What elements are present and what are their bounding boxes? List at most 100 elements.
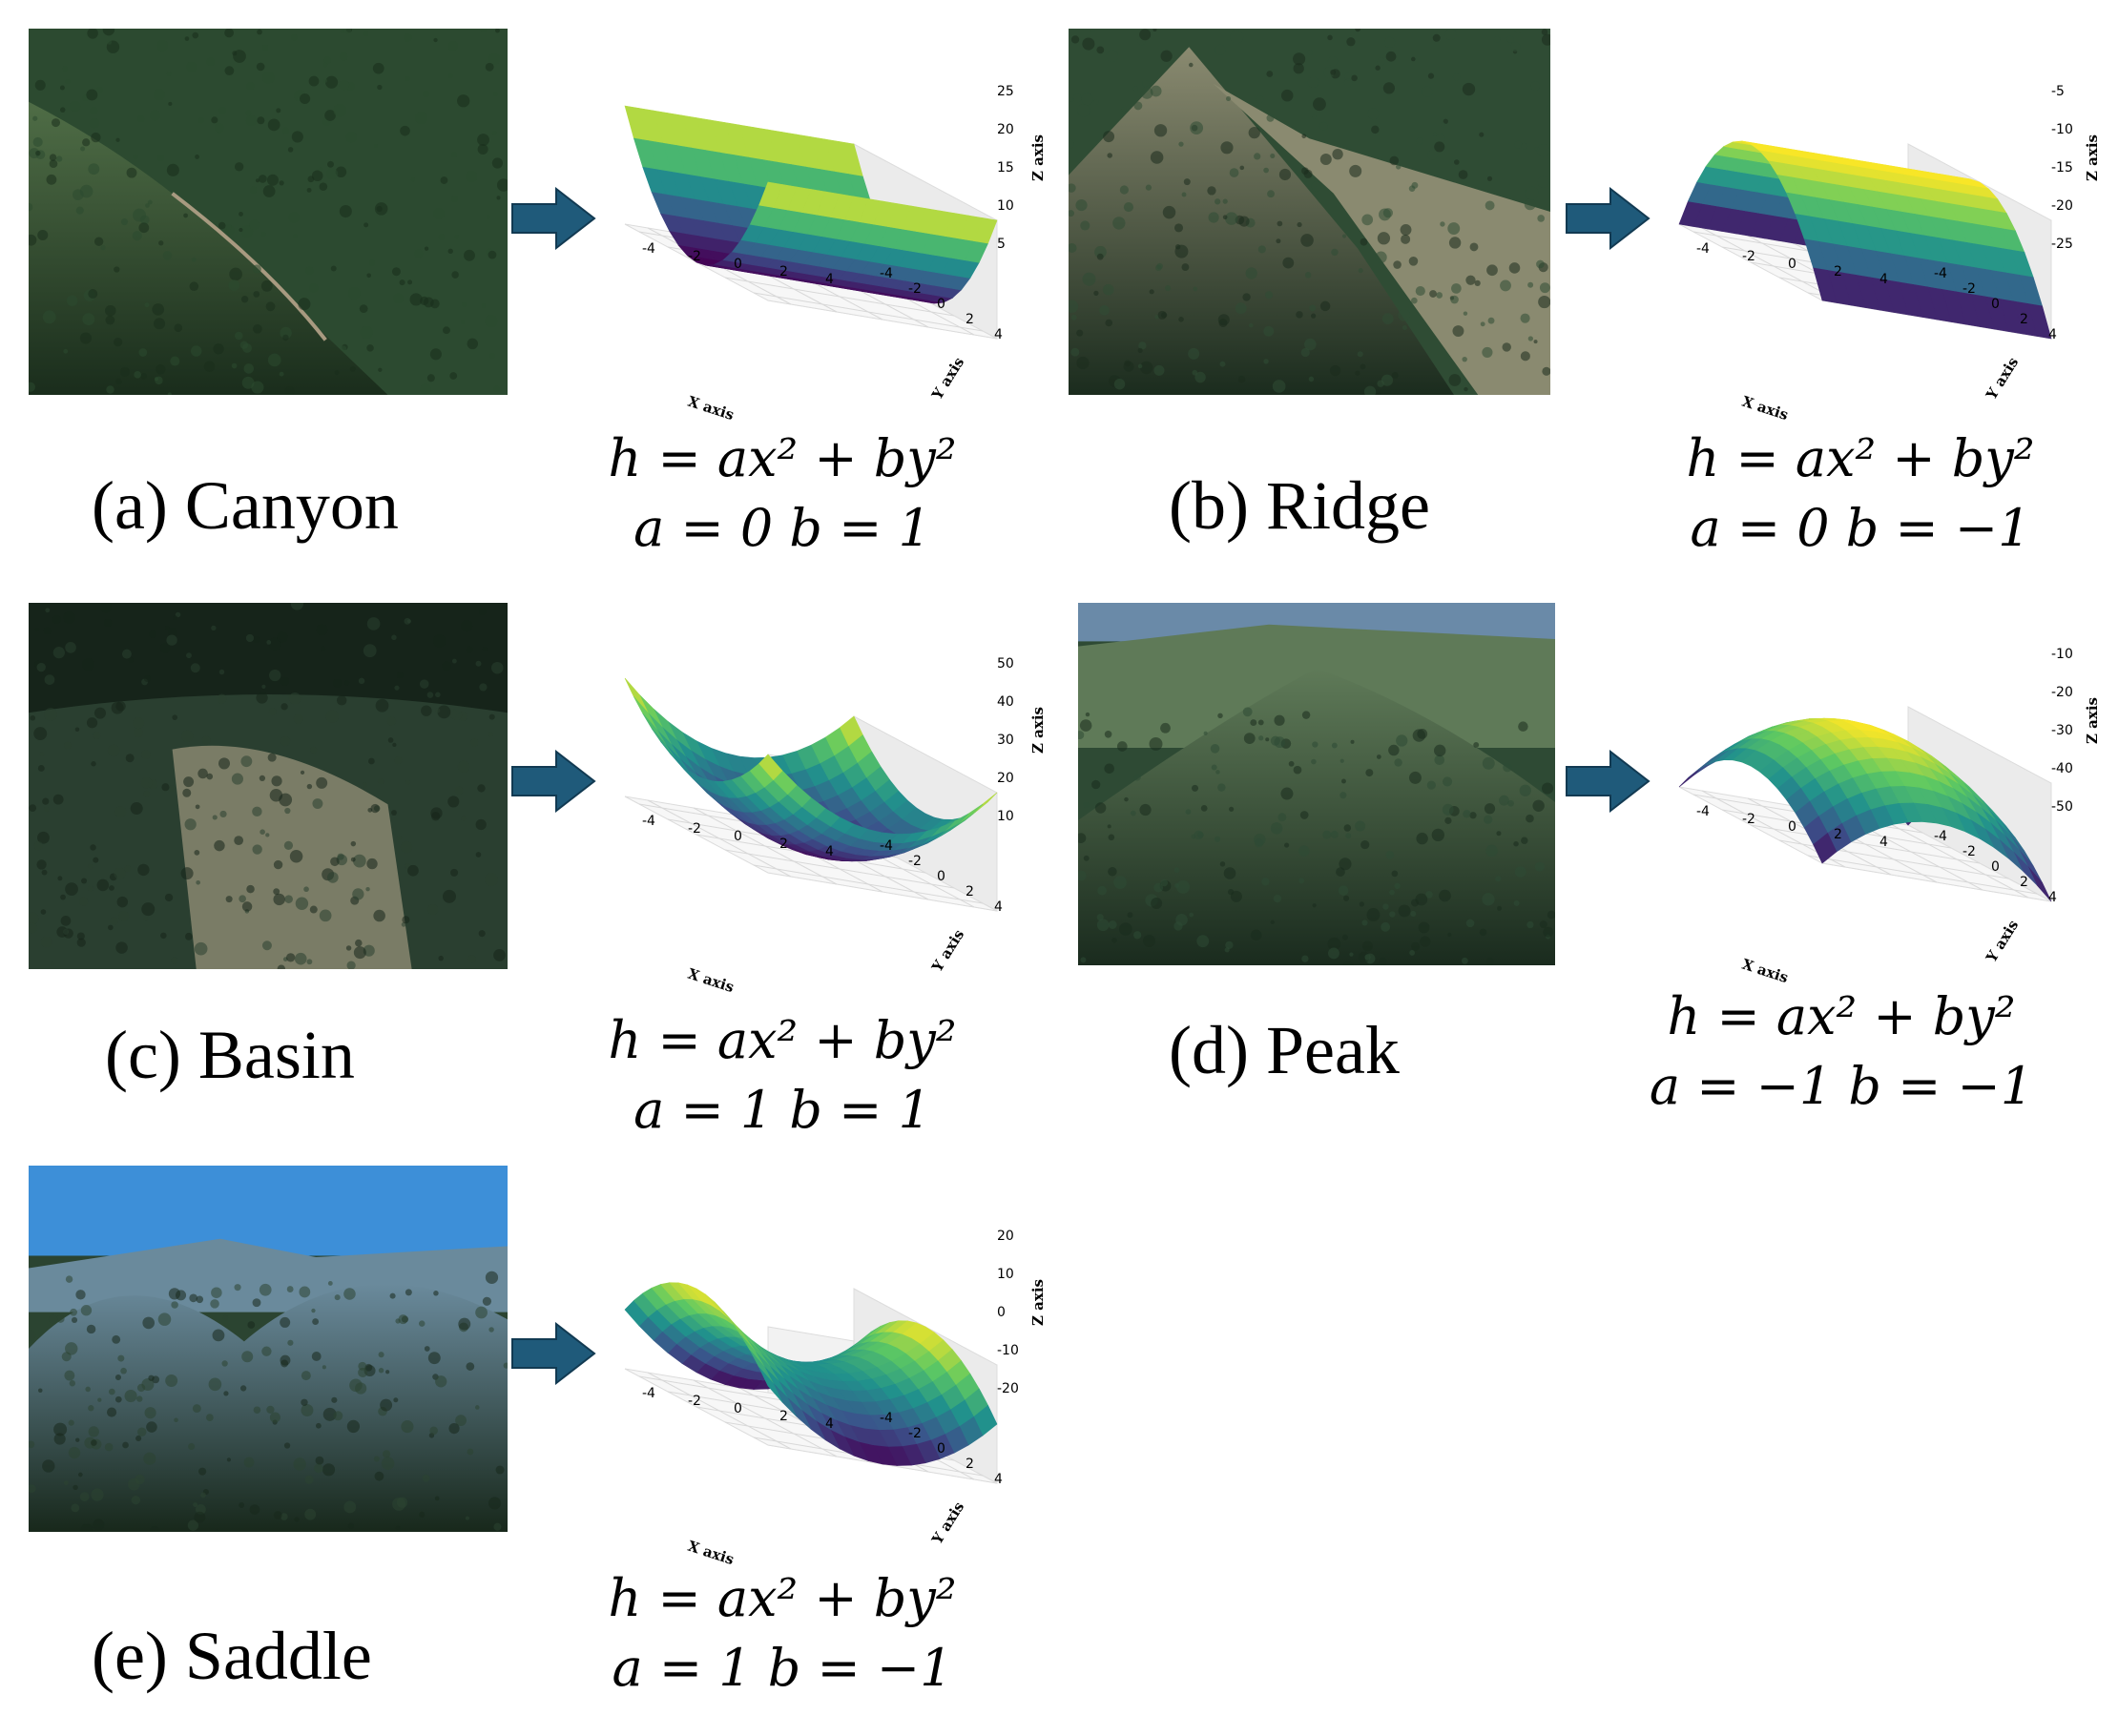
y-tick-label: 2 <box>2020 312 2028 327</box>
right-arrow-icon <box>510 749 596 814</box>
x-tick-label: 2 <box>779 837 788 852</box>
x-tick-label: 4 <box>825 272 834 287</box>
x-tick-label: 0 <box>734 829 742 844</box>
y-tick-label: 4 <box>994 899 1003 915</box>
x-tick-label: 4 <box>1879 272 1888 287</box>
y-tick-label: 2 <box>966 1457 974 1472</box>
x-axis-label: X axis <box>1740 956 1791 982</box>
ridge-photo <box>1069 29 1550 395</box>
y-tick-label: 0 <box>937 297 945 312</box>
peak-formula: h = ax² + by² a = −1 b = −1 <box>1593 982 2089 1122</box>
z-tick-label: 20 <box>997 1229 1014 1244</box>
z-tick-label: 20 <box>997 771 1014 786</box>
ridge-formula: h = ax² + by² a = 0 b = −1 <box>1612 424 2108 564</box>
y-axis-label: Y axis <box>1983 917 2023 966</box>
z-tick-label: -10 <box>2051 122 2073 137</box>
canyon-caption: (a) Canyon <box>92 467 399 544</box>
x-tick-label: 4 <box>1879 835 1888 850</box>
x-tick-label: 4 <box>825 844 834 859</box>
ridge-params: a = 0 b = −1 <box>1690 497 2031 558</box>
z-tick-label: 50 <box>997 656 1014 672</box>
x-tick-label: 2 <box>1834 264 1842 279</box>
z-tick-label: 10 <box>997 809 1014 824</box>
basin-equation: h = ax² + by² <box>608 1010 957 1070</box>
z-tick-label: -15 <box>2051 160 2073 176</box>
y-tick-label: -2 <box>1962 844 1976 859</box>
y-tick-label: 2 <box>966 884 974 899</box>
z-axis-label: Z axis <box>1029 134 1047 181</box>
z-tick-label: 25 <box>997 84 1014 99</box>
right-arrow-icon <box>510 1321 596 1386</box>
y-tick-label: -4 <box>880 1411 893 1426</box>
peak-params: a = −1 b = −1 <box>1649 1055 2034 1116</box>
x-axis-label: X axis <box>1740 393 1791 420</box>
canyon-photo <box>29 29 508 395</box>
z-tick-label: 40 <box>997 694 1014 710</box>
x-axis-label: X axis <box>686 1538 737 1564</box>
ridge-caption: (b) Ridge <box>1169 467 1430 544</box>
y-tick-label: -2 <box>1962 281 1976 297</box>
y-axis-label: Y axis <box>1983 354 2023 403</box>
x-tick-label: 2 <box>779 264 788 279</box>
saddle-equation: h = ax² + by² <box>608 1568 957 1628</box>
x-tick-label: 2 <box>1834 827 1842 842</box>
z-tick-label: -20 <box>2051 685 2073 700</box>
y-tick-label: -4 <box>1934 266 1947 281</box>
peak-equation: h = ax² + by² <box>1667 986 2016 1046</box>
z-tick-label: -20 <box>997 1381 1019 1396</box>
right-arrow-icon <box>1565 186 1651 251</box>
y-tick-label: 0 <box>1991 297 2000 312</box>
canyon-equation: h = ax² + by² <box>608 428 957 488</box>
z-tick-label: 10 <box>997 1267 1014 1282</box>
y-tick-label: 4 <box>994 327 1003 342</box>
x-tick-label: 0 <box>1788 819 1796 835</box>
y-tick-label: 4 <box>994 1472 1003 1487</box>
x-axis-label: X axis <box>686 393 737 420</box>
x-axis-label: X axis <box>686 965 737 992</box>
y-tick-label: -2 <box>908 281 922 297</box>
z-tick-label: 0 <box>997 1305 1006 1320</box>
z-tick-label: -10 <box>2051 647 2073 662</box>
z-axis-label: Z axis <box>1029 1279 1047 1326</box>
x-tick-label: -2 <box>1742 249 1755 264</box>
basin-caption: (c) Basin <box>105 1017 355 1093</box>
y-tick-label: -4 <box>880 838 893 854</box>
x-tick-label: -2 <box>688 1394 701 1409</box>
x-tick-label: 0 <box>734 257 742 272</box>
z-tick-label: -20 <box>2051 198 2073 214</box>
x-tick-label: 0 <box>734 1401 742 1416</box>
x-tick-label: 2 <box>779 1409 788 1424</box>
z-tick-label: -10 <box>997 1343 1019 1358</box>
z-tick-label: 20 <box>997 122 1014 137</box>
basin-photo <box>29 603 508 969</box>
z-tick-label: -40 <box>2051 761 2073 776</box>
x-tick-label: -4 <box>642 814 655 829</box>
x-tick-label: -4 <box>1696 241 1710 257</box>
x-tick-label: -4 <box>642 241 655 257</box>
y-tick-label: 0 <box>1991 859 2000 875</box>
z-tick-label: -30 <box>2051 723 2073 738</box>
y-tick-label: 4 <box>2048 890 2057 905</box>
y-axis-label: Y axis <box>928 926 968 976</box>
x-tick-label: -4 <box>1696 804 1710 819</box>
y-tick-label: -2 <box>908 854 922 869</box>
y-tick-label: -4 <box>880 266 893 281</box>
right-arrow-icon <box>1565 749 1651 814</box>
y-axis-label: Y axis <box>928 354 968 403</box>
z-tick-label: 15 <box>997 160 1014 176</box>
x-tick-label: -2 <box>1742 812 1755 827</box>
y-tick-label: 0 <box>937 1441 945 1457</box>
saddle-photo <box>29 1166 508 1532</box>
saddle-params: a = 1 b = −1 <box>612 1637 953 1698</box>
y-tick-label: 0 <box>937 869 945 884</box>
ridge-equation: h = ax² + by² <box>1686 428 2035 488</box>
saddle-caption: (e) Saddle <box>92 1618 372 1694</box>
x-tick-label: 4 <box>825 1416 834 1432</box>
x-tick-label: 0 <box>1788 257 1796 272</box>
peak-photo <box>1078 603 1555 965</box>
